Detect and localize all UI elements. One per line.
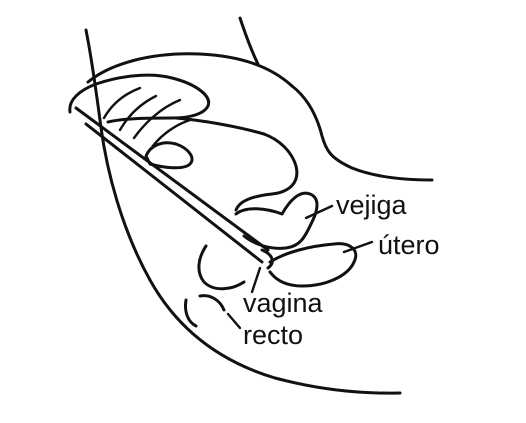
- rectum-leader: [228, 314, 240, 328]
- arm-line-left: [240, 18, 258, 64]
- label-bladder: vejiga: [336, 192, 407, 219]
- hand-contour: [292, 86, 432, 180]
- rectum-shape: [185, 300, 196, 326]
- label-vagina: vagina: [243, 290, 323, 317]
- speculum-tip: [262, 250, 272, 268]
- bladder-leader: [306, 206, 332, 218]
- label-rectum: recto: [243, 322, 303, 349]
- finger-1: [104, 88, 140, 118]
- arm-line-top: [88, 54, 292, 86]
- rectum-shape-2: [200, 296, 224, 310]
- hand-thumb: [70, 75, 209, 122]
- vagina-shape: [199, 246, 244, 289]
- uterus-leader: [344, 242, 372, 252]
- label-uterus: útero: [378, 232, 440, 259]
- uterus-shape: [270, 244, 356, 286]
- bladder-shape: [236, 193, 317, 248]
- finger-2: [120, 96, 156, 130]
